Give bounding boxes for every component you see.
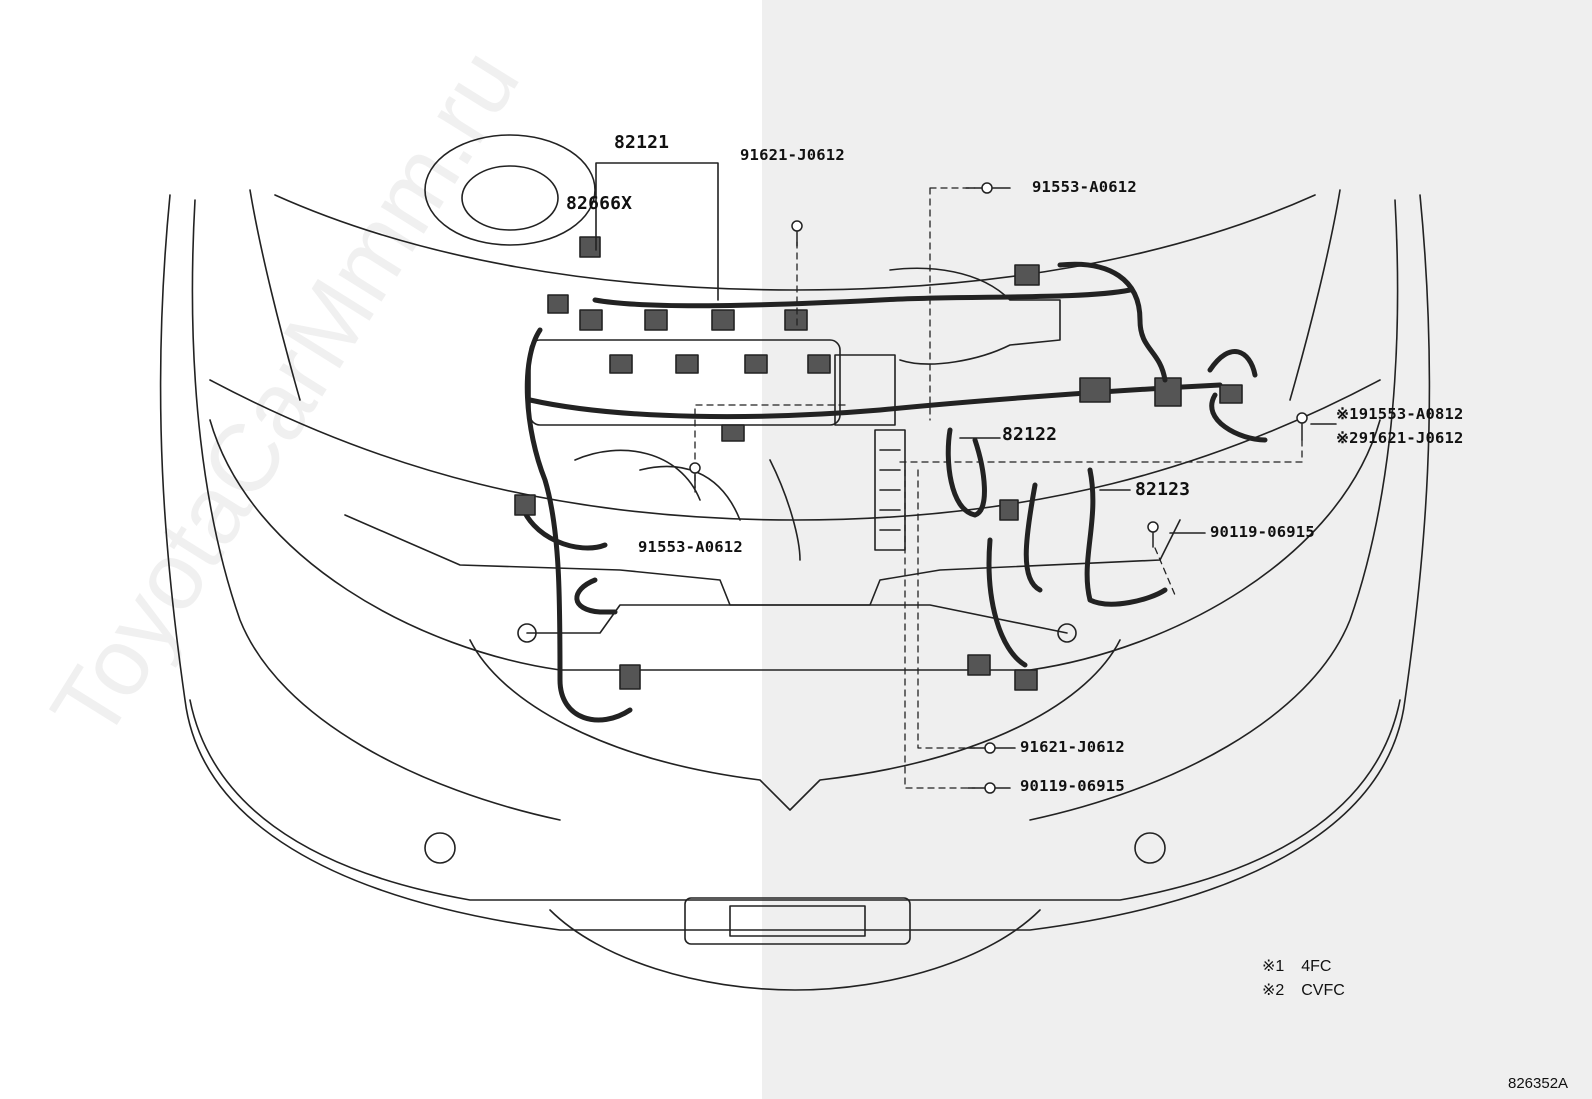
callout-90119-bottom: 90119-06915 — [1020, 777, 1125, 795]
callout-opt2: ※291621-J0612 — [1336, 429, 1464, 447]
connector — [744, 354, 768, 374]
connector — [579, 309, 603, 331]
callout-82121: 82121 — [614, 132, 670, 153]
harness-82121-main — [592, 287, 1133, 309]
fender-left — [191, 199, 561, 821]
harness-right-drop — [986, 537, 1028, 668]
marker-1: ※1 — [1336, 405, 1359, 423]
radiator-support — [209, 379, 1381, 521]
legend-row-1: ※1 4FC — [1262, 956, 1331, 976]
cowl-line-3 — [1289, 189, 1341, 401]
connector — [999, 499, 1019, 521]
air-cleaner-outer — [424, 134, 596, 246]
callout-82666x: 82666X — [566, 193, 633, 214]
fog-lamp-left — [424, 832, 456, 864]
cowl-line-2 — [249, 189, 301, 401]
bumper-face — [469, 639, 1121, 811]
bumper-upper — [209, 419, 1381, 671]
air-cleaner-inner — [461, 165, 559, 231]
fender-right — [1029, 199, 1399, 821]
connector — [609, 354, 633, 374]
callout-opt1: ※191553-A0812 — [1336, 405, 1464, 423]
fog-lamp-right — [1134, 832, 1166, 864]
bolt-icon — [1296, 412, 1308, 441]
connector — [711, 309, 735, 331]
engine-underside — [344, 514, 1181, 606]
connector — [1219, 384, 1243, 404]
callout-91621-bottom: 91621-J0612 — [1020, 738, 1125, 756]
cowl-line — [274, 194, 1316, 291]
harness-82121-branch-2 — [574, 577, 618, 615]
connector — [547, 294, 569, 314]
leader-90119-bottom — [904, 469, 976, 789]
leader-opt — [894, 439, 1303, 463]
connector — [721, 424, 745, 442]
diagram-code: 826352A — [1508, 1075, 1569, 1092]
leader-82121 — [595, 162, 719, 301]
bolt-icon — [965, 182, 993, 194]
bolt-icon — [967, 782, 996, 794]
grille-lower — [549, 909, 1041, 991]
bolt-icon — [967, 742, 996, 754]
harness-82123 — [1023, 467, 1168, 607]
harness-right-loop — [1207, 349, 1268, 443]
crossmember — [526, 604, 1068, 634]
license-plate — [684, 897, 911, 945]
engine-cover — [529, 339, 841, 426]
hood-outline — [159, 194, 1431, 931]
callout-82122: 82122 — [1002, 424, 1058, 445]
callout-82123: 82123 — [1135, 479, 1191, 500]
callout-91553-a0812: 91553-A0812 — [1358, 405, 1464, 423]
harness-82122 — [945, 427, 987, 518]
leader-90119-mid — [1154, 547, 1176, 596]
intake-duct — [889, 267, 1061, 365]
license-plate-inner — [729, 905, 866, 937]
connector — [514, 494, 536, 516]
bolt-icon — [791, 220, 803, 247]
callout-90119-mid: 90119-06915 — [1210, 523, 1315, 541]
callout-91621-top: 91621-J0612 — [740, 146, 845, 164]
connector — [579, 236, 601, 258]
connector — [619, 664, 641, 690]
leader-91621-bottom — [917, 469, 976, 749]
legend-mark: ※2 — [1262, 982, 1285, 999]
mount-hole-right — [1057, 623, 1077, 643]
legend-mark: ※1 — [1262, 958, 1285, 975]
bolt-icon — [689, 462, 701, 489]
callout-91621-j0612: 91621-J0612 — [1358, 429, 1464, 447]
junction-block — [834, 354, 896, 426]
connector — [1154, 377, 1182, 407]
bolt-icon — [1147, 521, 1159, 548]
legend-text: 4FC — [1301, 958, 1332, 975]
leader-91553-top — [929, 187, 976, 421]
connector — [675, 354, 699, 374]
marker-2: ※2 — [1336, 429, 1359, 447]
connector — [644, 309, 668, 331]
legend-row-2: ※2 CVFC — [1262, 980, 1345, 1000]
leader-91553-left — [694, 404, 846, 493]
connector — [1014, 264, 1040, 286]
connector — [1079, 377, 1111, 403]
connector — [784, 309, 808, 331]
connector — [807, 354, 831, 374]
bumper-lower — [189, 699, 1401, 901]
callout-91553-top: 91553-A0612 — [1032, 178, 1137, 196]
junction-block-detail — [879, 449, 901, 531]
harness-82121-lower — [527, 382, 1223, 420]
harness-82121-left-drop — [524, 327, 633, 723]
connector — [1014, 669, 1038, 691]
harness-upper-right — [1057, 261, 1168, 383]
junction-block-lower — [874, 429, 906, 551]
callout-91553-left: 91553-A0612 — [638, 538, 743, 556]
legend-text: CVFC — [1301, 982, 1345, 999]
connector — [967, 654, 991, 676]
